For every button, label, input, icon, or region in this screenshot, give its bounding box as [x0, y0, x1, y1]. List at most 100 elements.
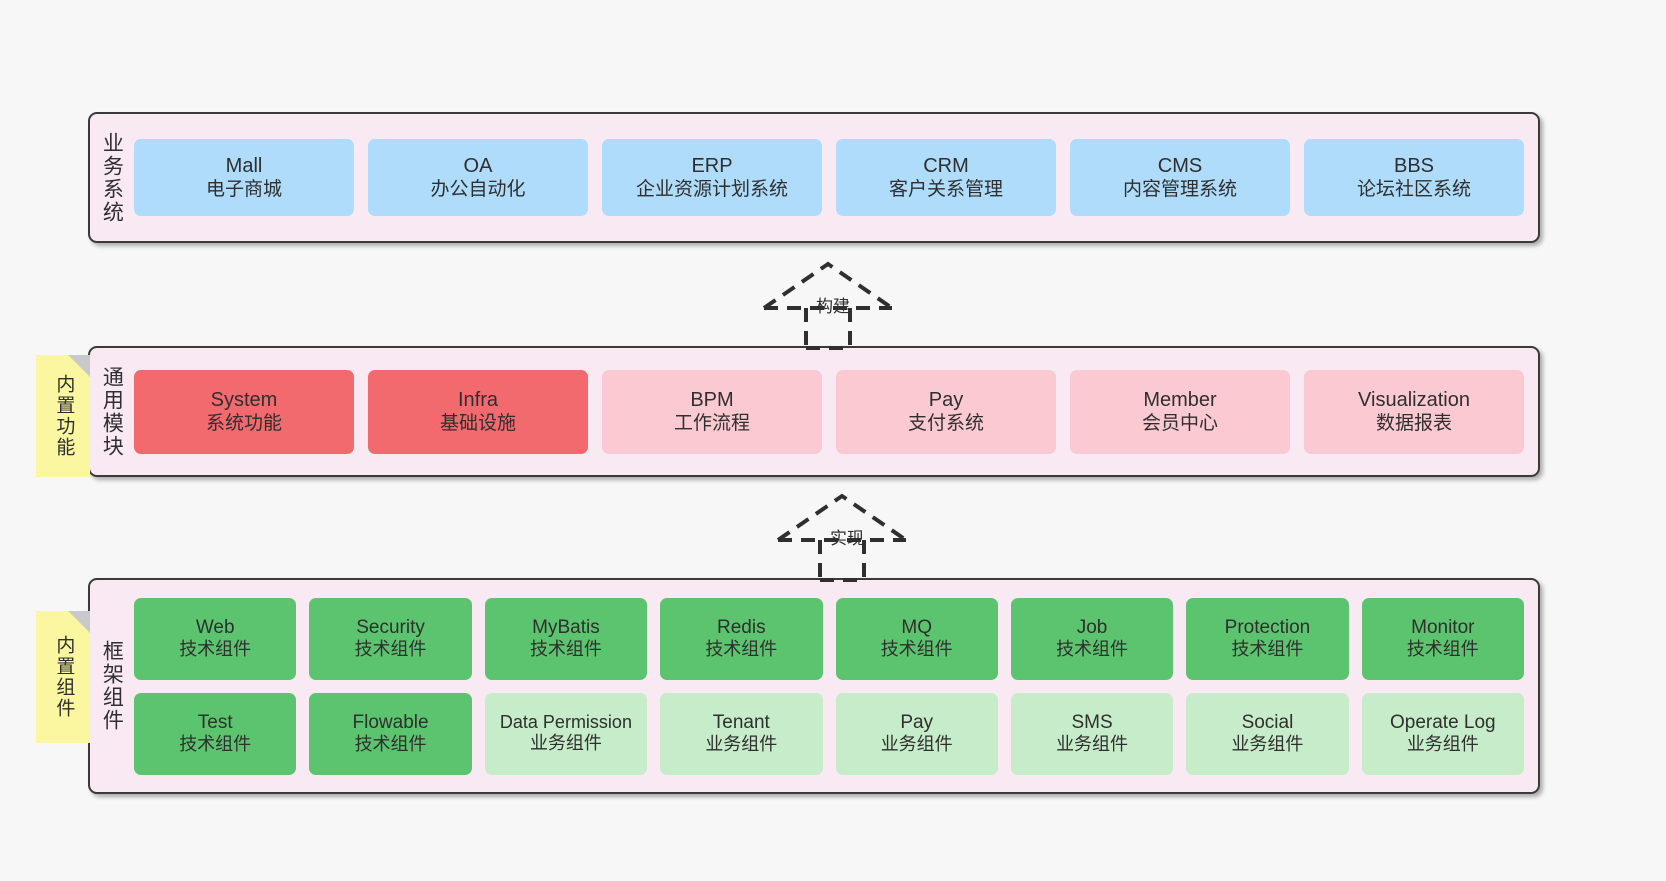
- layer-label-framework-components: 框架组件: [100, 640, 124, 732]
- node-mall[interactable]: Mall 电子商城: [134, 139, 354, 216]
- node-title: CMS: [1157, 154, 1203, 177]
- connector-build-arrow: [762, 261, 894, 350]
- node-pay-module[interactable]: Pay 支付系统: [836, 369, 1056, 454]
- node-subtitle: 数据报表: [1375, 413, 1452, 435]
- layer-body-framework-components: Web 技术组件 Security 技术组件 MyBatis 技术组件 Redi…: [132, 580, 1538, 792]
- framework-row-1: Web 技术组件 Security 技术组件 MyBatis 技术组件 Redi…: [134, 597, 1524, 680]
- connector-implement-arrow: [776, 493, 908, 582]
- node-title: Job: [1076, 616, 1108, 638]
- connector-build-label: 构建: [816, 297, 850, 316]
- node-crm[interactable]: CRM 客户关系管理: [836, 139, 1056, 216]
- node-sms[interactable]: SMS 业务组件: [1010, 692, 1174, 775]
- sticky-note-text: 内置组件: [53, 635, 75, 719]
- node-subtitle: 技术组件: [354, 639, 427, 660]
- node-subtitle: 企业资源计划系统: [635, 179, 788, 201]
- node-subtitle: 业务组件: [1406, 734, 1479, 755]
- layer-label-business-systems: 业务系统: [100, 131, 124, 224]
- node-title: Pay: [900, 711, 934, 733]
- node-subtitle: 业务组件: [705, 734, 778, 755]
- node-title: Operate Log: [1389, 711, 1496, 733]
- node-mybatis[interactable]: MyBatis 技术组件: [484, 597, 648, 680]
- node-member[interactable]: Member 会员中心: [1070, 369, 1290, 454]
- sticky-note-text: 内置功能: [53, 374, 75, 458]
- node-mq[interactable]: MQ 技术组件: [835, 597, 998, 680]
- node-subtitle: 技术组件: [354, 734, 427, 755]
- node-tenant[interactable]: Tenant 业务组件: [660, 692, 823, 775]
- node-title: Flowable: [352, 711, 429, 733]
- node-title: Social: [1241, 711, 1294, 733]
- node-title: Mall: [225, 154, 263, 177]
- node-system[interactable]: System 系统功能: [134, 369, 354, 454]
- node-subtitle: 技术组件: [179, 639, 252, 660]
- node-monitor[interactable]: Monitor 技术组件: [1361, 597, 1524, 680]
- node-title: ERP: [691, 154, 733, 177]
- framework-row-2: Test 技术组件 Flowable 技术组件 Data Permission …: [134, 692, 1524, 775]
- node-subtitle: 技术组件: [1231, 639, 1304, 660]
- sticky-fold-corner: [68, 611, 90, 633]
- node-subtitle: 基础设施: [439, 413, 516, 435]
- sticky-note-builtin-components: 内置组件: [36, 611, 90, 743]
- node-subtitle: 业务组件: [1231, 734, 1304, 755]
- node-erp[interactable]: ERP 企业资源计划系统: [602, 139, 822, 216]
- node-title: Protection: [1224, 616, 1311, 638]
- node-title: Web: [195, 616, 235, 638]
- node-title: MyBatis: [532, 616, 600, 638]
- node-security[interactable]: Security 技术组件: [309, 597, 472, 680]
- node-title: Monitor: [1411, 616, 1475, 638]
- layer-body-business-systems: Mall 电子商城 OA 办公自动化 ERP 企业资源计划系统 CRM 客户关系…: [132, 114, 1538, 241]
- node-subtitle: 会员中心: [1141, 413, 1218, 435]
- node-title: OA: [463, 154, 493, 177]
- node-title: Test: [197, 711, 233, 733]
- sticky-fold-corner: [68, 355, 90, 377]
- node-title: Infra: [457, 388, 499, 411]
- node-operate-log[interactable]: Operate Log 业务组件: [1361, 692, 1524, 775]
- node-subtitle: 工作流程: [673, 413, 750, 435]
- node-oa[interactable]: OA 办公自动化: [368, 139, 588, 216]
- node-cms[interactable]: CMS 内容管理系统: [1070, 139, 1290, 216]
- node-title: BBS: [1393, 154, 1435, 177]
- connector-implement-label: 实现: [830, 529, 864, 548]
- sticky-note-builtin-functions: 内置功能: [36, 355, 90, 477]
- node-title: BPM: [690, 388, 734, 411]
- node-title: Pay: [928, 388, 964, 411]
- node-subtitle: 技术组件: [529, 639, 602, 660]
- node-title: Tenant: [712, 711, 770, 733]
- node-title: System: [210, 388, 278, 411]
- node-bpm[interactable]: BPM 工作流程: [602, 369, 822, 454]
- node-pay-component[interactable]: Pay 业务组件: [835, 692, 998, 775]
- node-social[interactable]: Social 业务组件: [1186, 692, 1349, 775]
- node-subtitle: 技术组件: [1406, 639, 1479, 660]
- node-subtitle: 技术组件: [880, 639, 953, 660]
- layer-label-common-modules: 通用模块: [100, 365, 124, 458]
- node-subtitle: 技术组件: [705, 639, 778, 660]
- node-subtitle: 业务组件: [529, 732, 602, 753]
- node-bbs[interactable]: BBS 论坛社区系统: [1304, 139, 1524, 216]
- node-protection[interactable]: Protection 技术组件: [1186, 597, 1349, 680]
- node-visualization[interactable]: Visualization 数据报表: [1304, 369, 1524, 454]
- node-flowable[interactable]: Flowable 技术组件: [309, 692, 472, 775]
- node-subtitle: 业务组件: [880, 734, 953, 755]
- node-subtitle: 办公自动化: [430, 179, 526, 201]
- node-title: Visualization: [1358, 388, 1470, 411]
- node-subtitle: 客户关系管理: [888, 179, 1003, 201]
- layer-common-modules: 通用模块 System 系统功能 Infra 基础设施 BPM 工作流程 Pay…: [88, 346, 1540, 477]
- node-title: SMS: [1071, 711, 1113, 733]
- layer-business-systems: 业务系统 Mall 电子商城 OA 办公自动化 ERP 企业资源计划系统 CRM…: [88, 112, 1540, 243]
- node-subtitle: 内容管理系统: [1122, 179, 1237, 201]
- node-redis[interactable]: Redis 技术组件: [660, 597, 823, 680]
- node-subtitle: 电子商城: [205, 179, 282, 201]
- node-title: CRM: [923, 154, 969, 177]
- node-title: Redis: [717, 616, 766, 638]
- node-title: Member: [1143, 388, 1217, 411]
- node-data-permission[interactable]: Data Permission 业务组件: [484, 692, 648, 775]
- node-test[interactable]: Test 技术组件: [134, 692, 297, 775]
- node-job[interactable]: Job 技术组件: [1010, 597, 1174, 680]
- node-infra[interactable]: Infra 基础设施: [368, 369, 588, 454]
- node-title: Data Permission: [499, 712, 632, 733]
- node-web[interactable]: Web 技术组件: [134, 597, 297, 680]
- node-title: Security: [356, 616, 425, 638]
- node-subtitle: 技术组件: [1056, 639, 1129, 660]
- node-subtitle: 系统功能: [205, 413, 282, 435]
- node-subtitle: 业务组件: [1056, 734, 1129, 755]
